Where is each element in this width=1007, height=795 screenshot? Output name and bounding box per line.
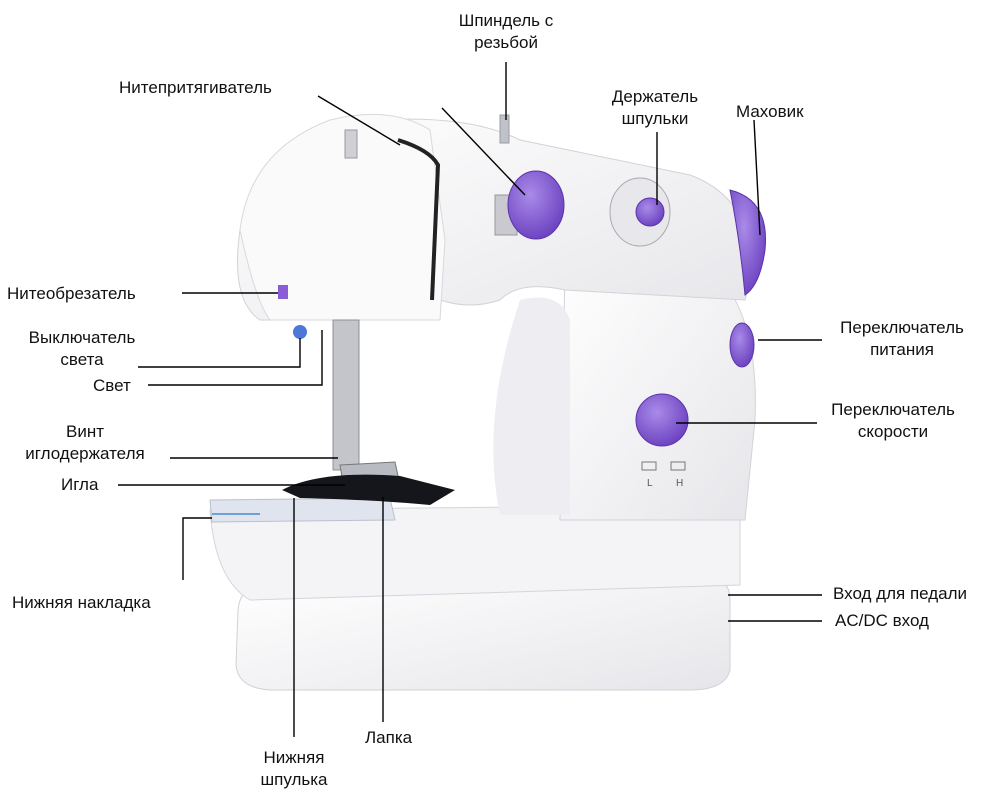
label-needle-screw: Винт иглодержателя [5,421,165,465]
thread-cutter [278,285,288,299]
label-power-switch: Переключатель питания [817,317,987,361]
label-spindle-line2: резьбой [426,32,586,54]
label-bobbin-holder-line1: Держатель [585,86,725,108]
label-light-switch-line1: Выключатель [2,327,162,349]
thread-spindle [500,115,509,143]
label-needle-screw-line1: Винт [5,421,165,443]
label-pedal-input: Вход для педали [833,583,967,605]
label-speed-switch-line1: Переключатель [808,399,978,421]
power-switch [730,323,754,367]
light-switch-knob [293,325,307,339]
label-light-switch: Выключатель света [2,327,162,371]
needle-bar [333,320,359,470]
label-speed-switch-line2: скорости [808,421,978,443]
label-light: Свет [93,375,131,397]
label-take-up-lever: Нитепритягиватель [119,77,272,99]
label-needle-screw-line2: иглодержателя [5,443,165,465]
label-thread-cutter: Нитеобрезатель [7,283,136,305]
label-spindle-line1: Шпиндель с [426,10,586,32]
label-acdc-input: AC/DC вход [835,610,929,632]
label-bottom-bobbin-line2: шпулька [224,769,364,791]
label-speed-switch: Переключатель скорости [808,399,978,443]
label-needle: Игла [61,474,98,496]
label-bottom-bobbin: Нижняя шпулька [224,747,364,791]
label-presser-foot: Лапка [365,727,412,749]
bottom-cover [210,498,395,522]
speed-high-mark: H [676,478,683,489]
label-bobbin-holder-line2: шпульки [585,108,725,130]
speed-low-mark: L [647,478,653,489]
label-spindle: Шпиндель с резьбой [426,10,586,54]
label-light-switch-line2: света [2,349,162,371]
label-bottom-cover: Нижняя накладка [12,592,151,614]
label-handwheel: Маховик [736,101,804,123]
label-bobbin-holder: Держатель шпульки [585,86,725,130]
label-power-switch-line2: питания [817,339,987,361]
bobbin-holder [610,178,670,246]
label-power-switch-line1: Переключатель [817,317,987,339]
label-bottom-bobbin-line1: Нижняя [224,747,364,769]
speed-switch [636,394,688,446]
